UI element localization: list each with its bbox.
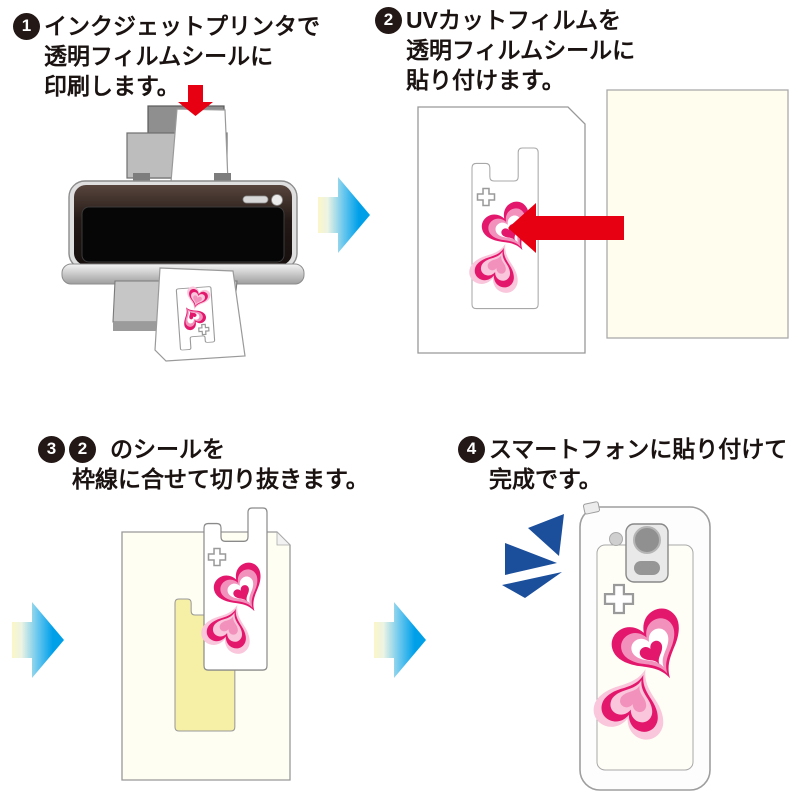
printer-front-panel bbox=[81, 206, 285, 263]
printer-status-light bbox=[242, 195, 269, 204]
blue-arrow-icon-3 bbox=[374, 602, 426, 678]
step-1-line-1: インクジェットプリンタで bbox=[44, 13, 320, 39]
smartphone-illustration bbox=[502, 501, 711, 791]
printer-power-button bbox=[271, 194, 283, 206]
step-3-heading: 3 2 のシールを 枠線に合せて切り抜きます。 bbox=[38, 434, 369, 494]
step-3-line-1: のシールを bbox=[110, 436, 225, 462]
blue-arrow-icon-2 bbox=[12, 602, 64, 678]
step-1-badge: 1 bbox=[13, 12, 40, 40]
step-2-heading: 2 UVカットフィルムを 透明フィルムシールに 貼り付けます。 bbox=[375, 5, 635, 95]
step-4-heading: 4 スマートフォンに貼り付けて 完成です。 bbox=[458, 434, 787, 494]
camera-lens-icon bbox=[633, 526, 661, 554]
step-3-line-2: 枠線に合せて切り抜きます。 bbox=[72, 466, 369, 492]
tray-hinge-right bbox=[214, 173, 231, 183]
step-2-line-3: 貼り付けます。 bbox=[406, 67, 565, 93]
inkjet-printer-illustration bbox=[61, 85, 305, 362]
step-2-badge: 2 bbox=[375, 6, 402, 34]
apply-uv-film-illustration bbox=[417, 89, 789, 354]
sparkle-ray-icon bbox=[502, 572, 562, 598]
tray-hinge-left bbox=[133, 173, 150, 183]
folded-corner bbox=[276, 531, 291, 546]
step-4-badge: 4 bbox=[458, 435, 485, 463]
step-1-line-3: 印刷します。 bbox=[44, 73, 180, 99]
step-2-line-1: UVカットフィルムを bbox=[406, 7, 622, 33]
flash-icon bbox=[609, 532, 623, 546]
speaker-slot bbox=[634, 561, 660, 575]
step-4-line-2: 完成です。 bbox=[489, 466, 602, 492]
sparkle-ray-icon bbox=[505, 543, 557, 575]
red-left-arrow-icon bbox=[508, 203, 624, 253]
step-1-heading: 1 インクジェットプリンタで 透明フィルムシールに 印刷します。 bbox=[13, 11, 320, 101]
cut-out-illustration bbox=[121, 507, 291, 781]
red-down-arrow-icon bbox=[178, 85, 213, 116]
blank-film-sheet bbox=[170, 108, 229, 183]
step-1-line-2: 透明フィルムシールに bbox=[44, 43, 274, 69]
blue-arrow-icon-1 bbox=[318, 177, 370, 253]
step-3-ref-badge: 2 bbox=[69, 435, 96, 463]
sparkle-ray-icon bbox=[528, 514, 564, 556]
step-2-line-2: 透明フィルムシールに bbox=[406, 37, 636, 63]
step-3-badge: 3 bbox=[38, 435, 65, 463]
step-4-line-1: スマートフォンに貼り付けて bbox=[489, 436, 788, 462]
uv-cut-film-sheet bbox=[606, 89, 789, 339]
phone-corner-tab bbox=[582, 501, 600, 515]
